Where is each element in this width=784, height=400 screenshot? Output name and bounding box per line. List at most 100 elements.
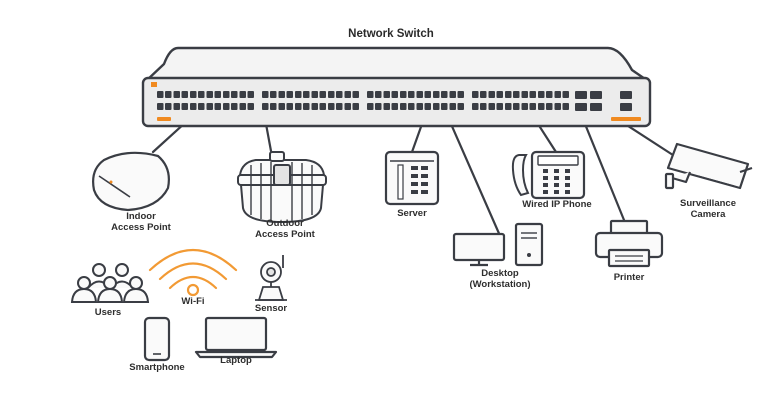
switch-port <box>441 103 448 110</box>
switch-port <box>554 91 561 98</box>
desktop-workstation-icon <box>452 222 544 267</box>
camera-label-line2: Camera <box>690 209 726 220</box>
switch-port <box>488 91 495 98</box>
switch-port <box>336 103 343 110</box>
switch-port <box>319 91 326 98</box>
switch-port <box>505 103 512 110</box>
surveillance-camera-icon <box>664 142 753 190</box>
switch-port <box>457 103 464 110</box>
outdoor-access-point-icon <box>237 151 327 224</box>
wifi-label: Wi-Fi <box>181 296 205 307</box>
switch-port <box>480 91 487 98</box>
switch-port <box>231 103 238 110</box>
wifi-icon <box>148 249 238 297</box>
switch-port <box>505 91 512 98</box>
switch-port <box>295 91 302 98</box>
switch-port <box>562 91 569 98</box>
laptop-label: Laptop <box>220 355 252 366</box>
switch-port <box>198 103 205 110</box>
switch-port <box>157 103 164 110</box>
link-camera <box>623 122 678 159</box>
indoor-ap-label-line1: Indoor <box>126 211 156 222</box>
users-label: Users <box>94 307 122 318</box>
switch-port <box>165 103 172 110</box>
switch-uplink-port <box>575 91 587 99</box>
switch-top-panel <box>144 46 650 83</box>
switch-uplink-port <box>590 91 602 99</box>
switch-port <box>424 103 431 110</box>
switch-port <box>181 91 188 98</box>
switch-port <box>206 103 213 110</box>
connection-lines <box>151 120 678 240</box>
phone-key <box>554 183 559 187</box>
switch-port <box>457 91 464 98</box>
switch-port <box>165 91 172 98</box>
sensor-icon <box>255 255 287 301</box>
link-desktop <box>449 122 503 240</box>
switch-port <box>262 103 269 110</box>
server-icon <box>384 150 440 206</box>
switch-port <box>239 103 246 110</box>
switch-port <box>433 91 440 98</box>
switch-port <box>391 91 398 98</box>
switch-port <box>375 103 382 110</box>
surveillance-camera-label: Surveillance Camera <box>660 198 756 220</box>
switch-status-led <box>151 82 157 87</box>
switch-port <box>311 103 318 110</box>
switch-ports <box>157 91 632 111</box>
phone-key <box>554 190 559 194</box>
switch-port <box>157 91 164 98</box>
switch-port <box>391 103 398 110</box>
switch-port <box>295 103 302 110</box>
smartphone-label: Smartphone <box>129 362 185 373</box>
switch-port <box>383 91 390 98</box>
switch-accent-right <box>611 117 641 121</box>
switch-front-panel <box>141 76 652 128</box>
switch-port <box>538 103 545 110</box>
switch-port <box>383 103 390 110</box>
switch-port <box>247 103 254 110</box>
switch-port <box>319 103 326 110</box>
printer-icon <box>594 219 664 268</box>
outdoor-ap-label-line2: Access Point <box>255 229 315 240</box>
switch-uplink-port <box>620 103 632 111</box>
desktop-label-line2: (Workstation) <box>469 279 531 290</box>
switch-port <box>424 91 431 98</box>
switch-port <box>352 91 359 98</box>
switch-port <box>352 103 359 110</box>
switch-port <box>449 91 456 98</box>
switch-port <box>336 91 343 98</box>
switch-port <box>344 91 351 98</box>
network-switch <box>141 46 652 128</box>
sensor-label: Sensor <box>254 303 288 314</box>
switch-port <box>472 91 479 98</box>
switch-port <box>223 103 230 110</box>
phone-key <box>554 169 559 173</box>
phone-key <box>565 176 570 180</box>
switch-port <box>408 91 415 98</box>
switch-port <box>521 103 528 110</box>
switch-port <box>416 91 423 98</box>
phone-key <box>543 169 548 173</box>
switch-port <box>367 91 374 98</box>
switch-port <box>400 103 407 110</box>
switch-port <box>554 103 561 110</box>
phone-key <box>543 183 548 187</box>
switch-port <box>214 103 221 110</box>
smartphone-icon <box>143 316 171 362</box>
switch-port <box>367 103 374 110</box>
switch-port <box>562 103 569 110</box>
switch-port <box>278 103 285 110</box>
switch-port <box>496 91 503 98</box>
switch-port <box>375 91 382 98</box>
switch-port <box>286 91 293 98</box>
switch-port <box>247 91 254 98</box>
ip-phone-label: Wired IP Phone <box>522 199 592 210</box>
phone-key <box>543 176 548 180</box>
switch-port <box>472 103 479 110</box>
switch-port <box>513 103 520 110</box>
switch-port <box>546 91 553 98</box>
switch-port <box>416 103 423 110</box>
switch-uplink-port <box>620 91 632 99</box>
